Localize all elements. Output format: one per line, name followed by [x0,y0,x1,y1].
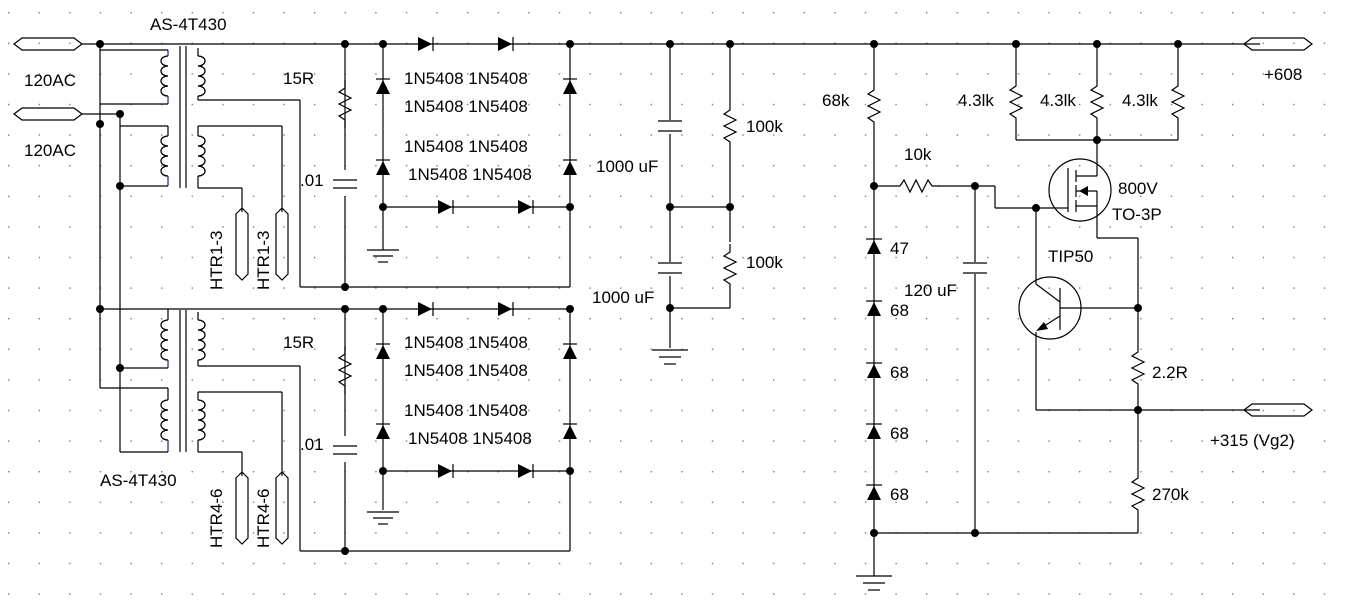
input-label-1: 120AC [24,71,76,90]
capacitor-1000uf-top-label: 1000 uF [596,157,658,176]
zener-68-4 [866,484,882,500]
resistor-43k-label-3: 4.3lk [1122,91,1158,110]
transformer-top-label: AS-4T430 [150,15,227,34]
transistor-tip50-label: TIP50 [1048,247,1093,266]
heater-label-bottom-2: HTR4-6 [254,488,273,548]
diode-bottom-row-1 [418,302,434,316]
resistor-15r-top-label: 15R [283,69,314,88]
diode-bottom-left-1 [376,343,390,359]
resistor-100k-bottom [722,242,738,292]
heater-label-bottom-1: HTR4-6 [207,488,226,548]
resistor-68k [866,82,882,130]
resistor-10k [892,178,940,194]
capacitor-01-bottom-label: .01 [300,435,324,454]
mosfet-voltage-label: 800V [1118,179,1158,198]
resistor-43k-1 [1008,80,1024,126]
resistor-68k-label: 68k [822,91,850,110]
diode-top-left-1 [376,78,390,94]
resistor-270k-label: 270k [1152,485,1189,504]
capacitor-1000uf-bottom-label: 1000 uF [592,288,654,307]
zener-68-label-1: 68 [890,301,909,320]
heater-connector-bottom-2[interactable] [275,471,289,545]
diode-label-1: 1N5408 1N5408 [404,69,528,88]
diode-label-6: 1N5408 1N5408 [404,361,528,380]
capacitor-120uf-label: 120 uF [904,281,957,300]
resistor-15r-top [337,80,353,128]
diode-label-4: 1N5408 1N5408 [408,165,532,184]
resistor-15r-bottom [337,346,353,394]
output-label-315: +315 (Vg2) [1210,431,1295,450]
diode-top-right-1 [563,78,577,94]
zener-68-3 [866,423,882,439]
resistor-43k-3 [1170,80,1186,126]
capacitor-01-top-label: .01 [300,171,324,190]
ground-regulator [856,575,892,591]
diode-label-2: 1N5408 1N5408 [404,97,528,116]
resistor-43k-2 [1089,80,1105,126]
heater-label-top-2: HTR1-3 [254,230,273,290]
diode-top-bottom-row-2 [518,200,534,214]
transformer-bottom-label: AS-4T430 [100,471,177,490]
diode-label-3: 1N5408 1N5408 [404,137,528,156]
mosfet-800v [1048,158,1112,222]
capacitor-01-top [330,170,360,196]
zener-68-2 [866,362,882,378]
diode-label-8: 1N5408 1N5408 [408,429,532,448]
capacitor-1000uf-bottom [658,262,682,274]
diode-bottom-bottom-row-2 [518,464,534,478]
resistor-270k [1130,470,1146,518]
diode-bottom-bottom-row-1 [438,464,454,478]
output-label-608: +608 [1264,65,1302,84]
diode-bottom-right-2 [563,423,577,439]
heater-connector-top-2[interactable] [275,207,289,281]
diode-label-7: 1N5408 1N5408 [404,401,528,420]
heater-connector-top-1[interactable] [235,207,249,281]
resistor-2-2r [1130,346,1146,392]
zener-68-label-3: 68 [890,424,909,443]
heater-label-top-1: HTR1-3 [207,230,226,290]
diode-bottom-row-2 [498,302,514,316]
resistor-2-2r-label: 2.2R [1152,363,1188,382]
input-label-2: 120AC [24,141,76,160]
capacitor-1000uf-top [658,120,682,132]
zener-68-label-4: 68 [890,485,909,504]
resistor-43k-label-2: 4.3lk [1040,91,1076,110]
diode-bottom-left-2 [376,423,390,439]
zener-47-label: 47 [890,239,909,258]
ground-filter [652,349,688,365]
resistor-10k-label: 10k [904,145,932,164]
transistor-tip50 [1018,276,1138,340]
capacitor-120uf [963,262,987,274]
zener-68-label-2: 68 [890,363,909,382]
resistor-100k-top [722,104,738,150]
resistor-15r-bottom-label: 15R [283,333,314,352]
output-connector-315[interactable] [1243,403,1313,417]
output-connector-608[interactable] [1243,37,1313,51]
junction-dots [96,40,1182,555]
diode-bottom-right-1 [563,343,577,359]
ground-bottom-rectifier [367,511,399,525]
resistor-43k-label-1: 4.3lk [958,91,994,110]
zener-47 [866,238,882,254]
diode-top-bottom-row-1 [438,200,454,214]
resistor-100k-bottom-label: 100k [746,253,783,272]
heater-connector-bottom-1[interactable] [235,471,249,545]
diode-label-5: 1N5408 1N5408 [404,333,528,352]
mosfet-package-label: TO-3P [1112,205,1162,224]
ground-top [367,246,399,263]
capacitor-01-bottom [330,436,360,462]
zener-68-1 [866,300,882,316]
diode-top-left-2 [376,159,390,175]
resistor-100k-top-label: 100k [746,117,783,136]
diode-top-right-2 [563,159,577,175]
